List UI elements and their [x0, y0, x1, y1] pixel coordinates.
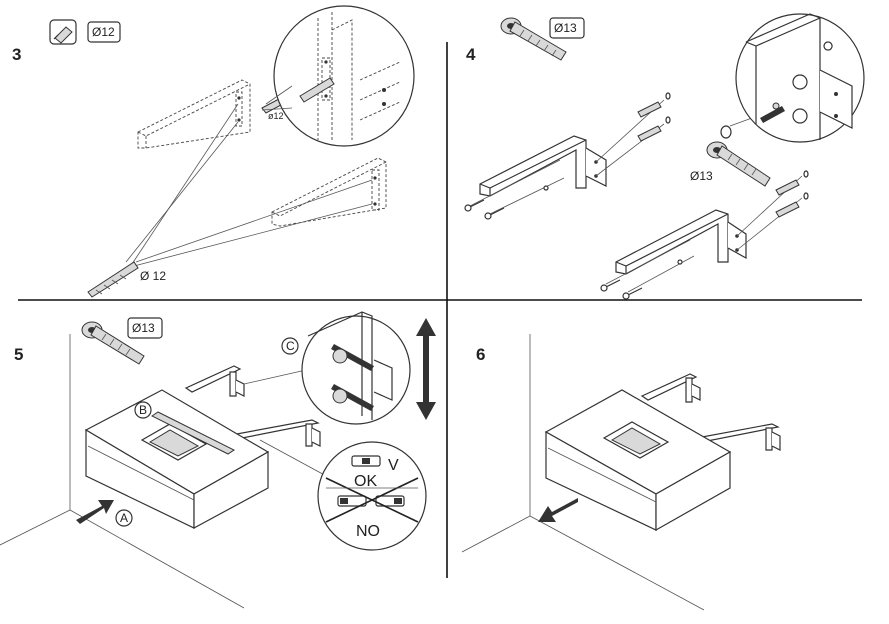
adjust-arrow-icon: [416, 318, 436, 420]
detail-magnifier-5c: [301, 311, 411, 425]
badge-label: Ø13: [132, 321, 155, 335]
support-rails: [184, 365, 321, 447]
callout-c-label: C: [286, 339, 295, 353]
no-label: NO: [356, 523, 380, 540]
drill-icon: [49, 19, 77, 45]
wall-plugs: [637, 92, 809, 218]
level-ok-icon: [351, 455, 381, 467]
arrow-icon: [76, 500, 114, 524]
step-number-5: 5: [14, 345, 23, 364]
diameter-badge-12: Ø12: [87, 21, 121, 43]
mounting-screw: [706, 117, 771, 187]
wall-frame-lower: [271, 157, 387, 227]
arrow-icon: [538, 498, 578, 522]
wall-frame-upper: [137, 79, 251, 149]
level-no-icon: [337, 495, 405, 507]
ok-label: OK: [354, 473, 377, 490]
panel-5: 5 Ø13: [0, 311, 436, 609]
detail-magnifier-4: [735, 13, 865, 143]
vanity-cabinet: [84, 389, 270, 530]
screw-size-label: Ø13: [690, 169, 713, 183]
step-number-3: 3: [12, 45, 21, 64]
step-number-4: 4: [466, 45, 476, 64]
drill-guide-lines: [125, 103, 373, 267]
callout-b-label: B: [139, 403, 147, 417]
drill-bit: [87, 261, 139, 298]
room-corner: [0, 334, 245, 609]
badge-label: Ø13: [554, 21, 577, 35]
diameter-badge-13: Ø13: [549, 17, 585, 39]
screw-icon: [81, 321, 145, 365]
panel-3: 3 Ø12: [12, 5, 415, 298]
callout-c: C: [281, 337, 299, 355]
detail-magnifier-3: [261, 5, 415, 147]
level-icon: [151, 411, 235, 455]
ok-mark: V: [388, 457, 399, 474]
bracket-lower: [615, 209, 747, 275]
support-rails: [640, 373, 781, 451]
small-screws: [464, 185, 683, 300]
callout-b: B: [134, 401, 152, 419]
room-corner: [461, 334, 705, 611]
panel-4: 4 Ø13: [464, 13, 865, 300]
callout-a: A: [115, 509, 133, 527]
bracket-upper: [479, 135, 607, 197]
badge-label: Ø12: [92, 25, 115, 39]
panel-6: 6: [461, 334, 781, 611]
level-check-magnifier: V OK NO: [317, 441, 427, 551]
leader-line: [259, 439, 331, 479]
step-number-6: 6: [476, 345, 485, 364]
diameter-badge-13: Ø13: [127, 317, 163, 339]
leader-line: [243, 369, 307, 385]
screw-icon: [500, 17, 567, 61]
vanity-cabinet: [544, 389, 732, 532]
drill-size-label: Ø 12: [140, 269, 166, 283]
small-drill-label: ø12: [268, 111, 284, 121]
callout-a-label: A: [120, 511, 128, 525]
